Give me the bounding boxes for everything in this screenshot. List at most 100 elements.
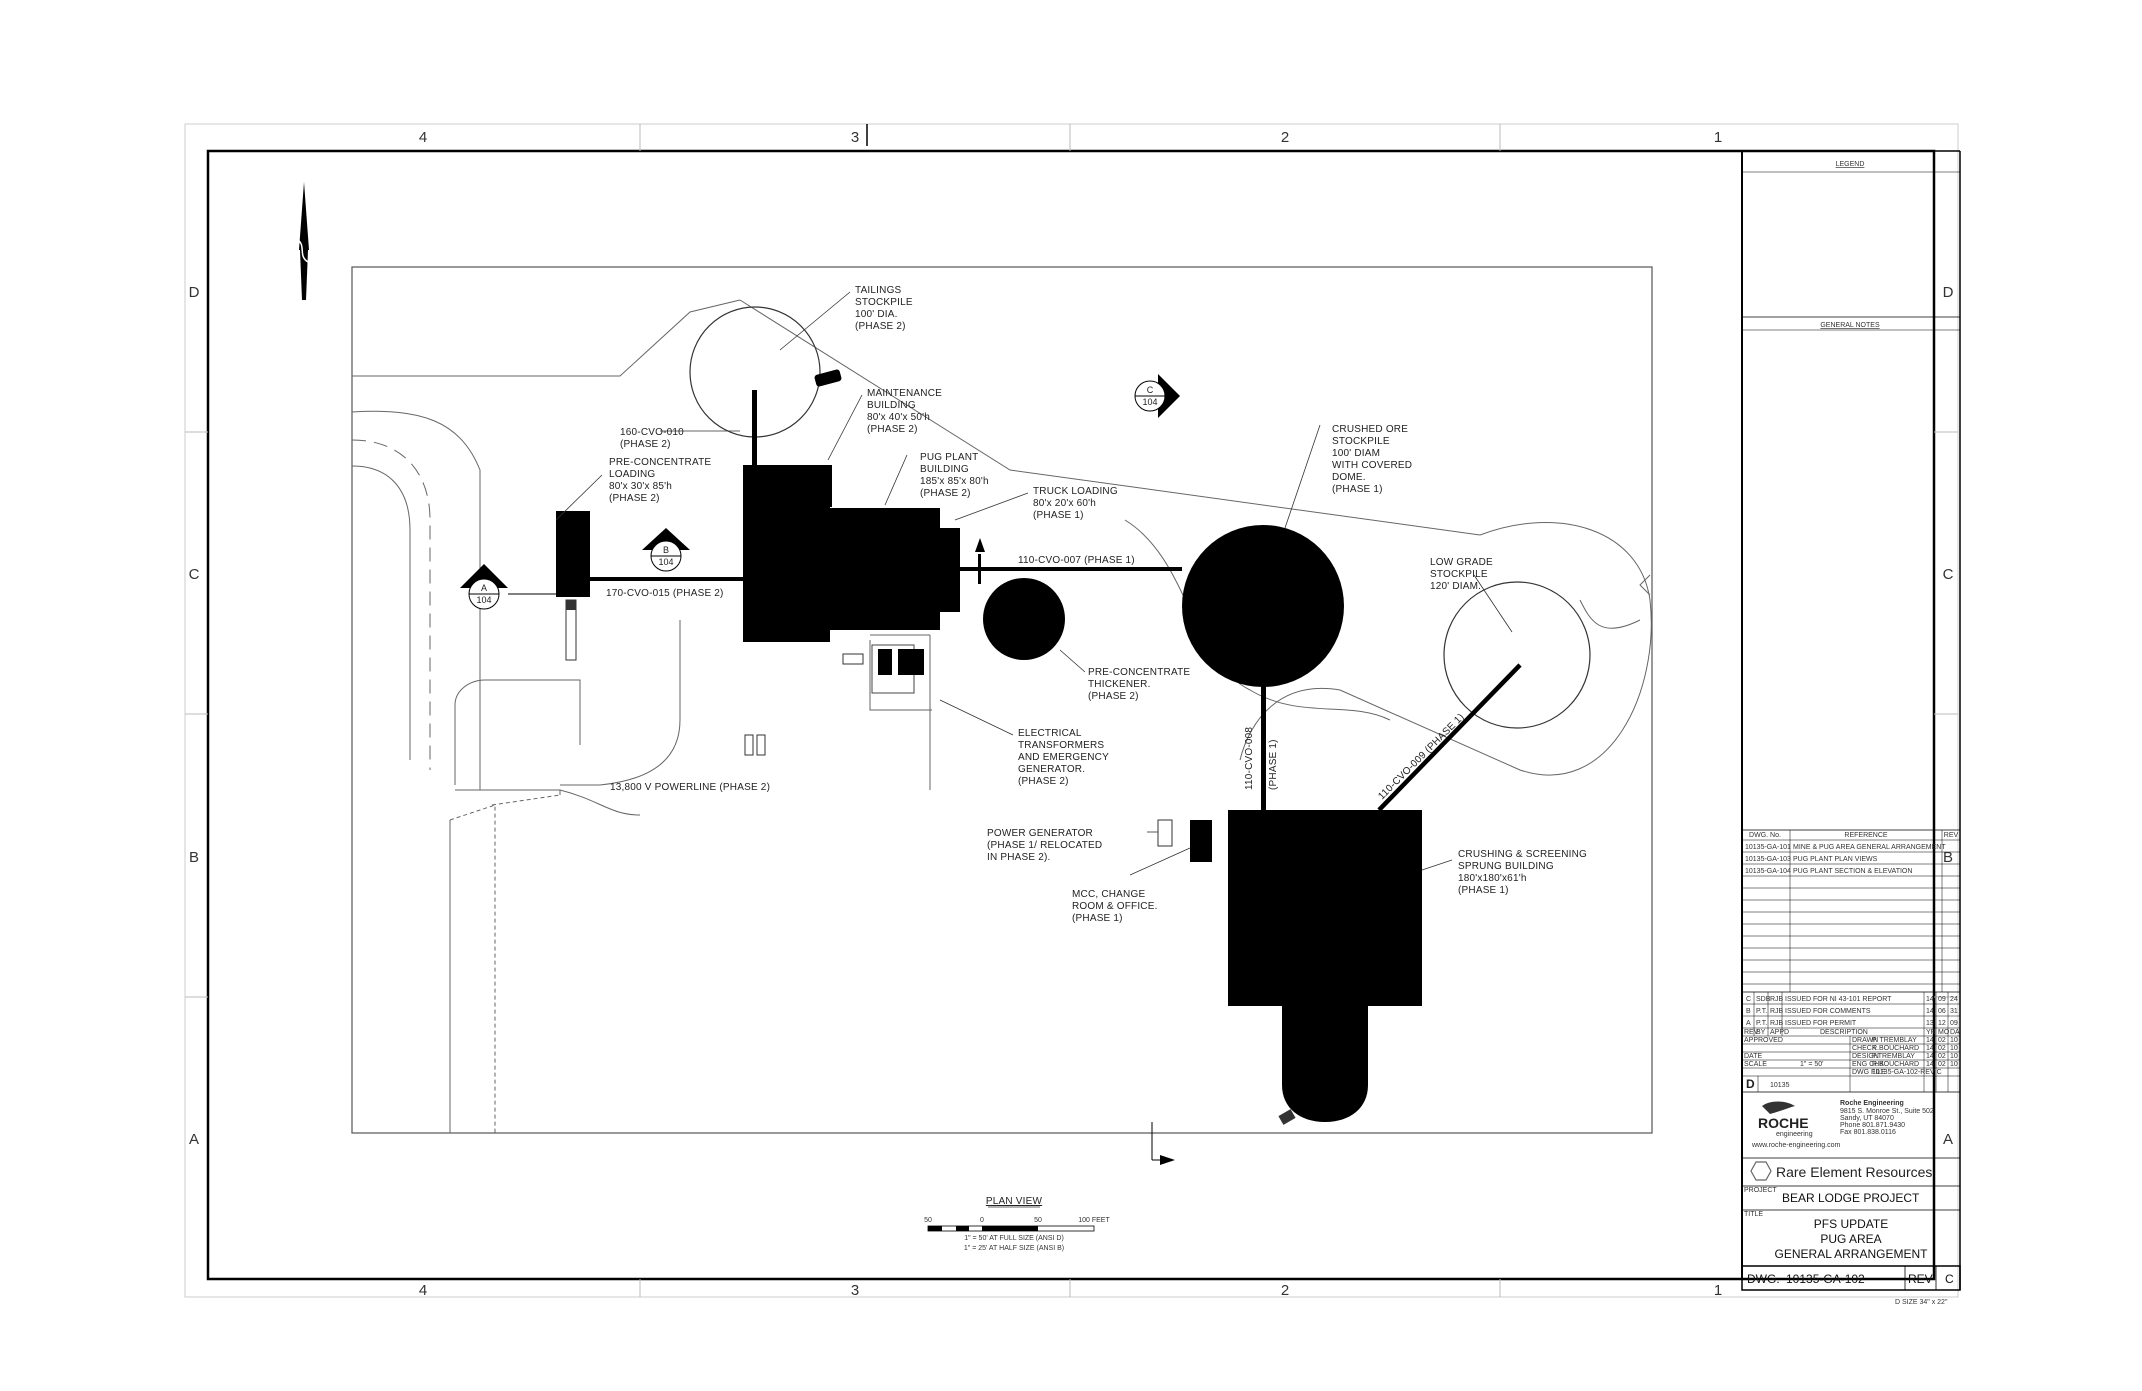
svg-text:RJB: RJB <box>1770 1008 1784 1015</box>
north-arrow-icon <box>297 182 309 300</box>
svg-text:BY: BY <box>1756 1029 1766 1036</box>
svg-text:31: 31 <box>1950 1008 1958 1015</box>
svg-text:P. TREMBLAY: P. TREMBLAY <box>1872 1037 1917 1044</box>
svg-text:B: B <box>663 545 669 555</box>
svg-text:02: 02 <box>1938 1045 1946 1052</box>
svg-text:(PHASE 2): (PHASE 2) <box>920 488 971 499</box>
svg-text:160-CVO-010: 160-CVO-010 <box>620 427 684 438</box>
svg-text:SCALE: SCALE <box>1744 1061 1767 1068</box>
svg-text:104: 104 <box>476 595 491 605</box>
svg-text:120' DIAM.: 120' DIAM. <box>1430 581 1481 592</box>
zone-row-d-right: D <box>1943 284 1954 301</box>
revision-table: C SDB RJB ISSUED FOR NI 43-101 REPORT 14… <box>1744 996 1960 1036</box>
plan-view-block: PLAN VIEW 50 0 50 100 FEET 1" = 50' AT F… <box>924 1196 1110 1252</box>
svg-text:24: 24 <box>1950 996 1958 1003</box>
label-conveyor-110-008: 110-CVO-008 (PHASE 1) <box>1244 727 1279 790</box>
svg-text:10135-GA-104: 10135-GA-104 <box>1745 868 1791 875</box>
reference-table: DWG. No. REFERENCE REV 10135-GA-101 MINE… <box>1745 832 1959 875</box>
svg-text:9815 S. Monroe St., Suite 502: 9815 S. Monroe St., Suite 502 <box>1840 1108 1934 1115</box>
zone-row-b-left: B <box>189 849 199 866</box>
svg-text:(PHASE 1): (PHASE 1) <box>1332 484 1383 495</box>
svg-text:SDB: SDB <box>1756 996 1771 1003</box>
svg-text:10135-GA-102-REV C: 10135-GA-102-REV C <box>1872 1069 1942 1076</box>
zone-row-a-right: A <box>1943 1131 1953 1148</box>
legend-heading: LEGEND <box>1836 161 1865 168</box>
zone-col-4-bottom: 4 <box>419 1282 427 1299</box>
zone-row-d-left: D <box>189 284 200 301</box>
zone-col-4-top: 4 <box>419 129 427 146</box>
pre-concentrate-thickener <box>983 578 1065 660</box>
svg-text:(PHASE 2): (PHASE 2) <box>867 424 918 435</box>
svg-text:BUILDING: BUILDING <box>867 400 916 411</box>
svg-text:STOCKPILE: STOCKPILE <box>1332 436 1390 447</box>
svg-text:14: 14 <box>1926 1053 1934 1060</box>
label-conveyor-110-007: 110-CVO-007 (PHASE 1) <box>1018 555 1135 566</box>
svg-text:R.BOUCHARD: R.BOUCHARD <box>1872 1061 1919 1068</box>
site-linework <box>351 299 1652 1133</box>
svg-text:DWG FILE: DWG FILE <box>1852 1069 1886 1076</box>
svg-text:APPROVED: APPROVED <box>1744 1037 1783 1044</box>
svg-text:100 FEET: 100 FEET <box>1078 1217 1110 1224</box>
drawing-title-line-2: PUG AREA <box>1820 1232 1881 1246</box>
svg-text:REV: REV <box>1944 832 1959 839</box>
firm-logo: ROCHE <box>1758 1115 1809 1131</box>
client-block: Rare Element Resources <box>1750 1161 1932 1181</box>
crushing-feed-ramp <box>1282 1006 1368 1122</box>
svg-text:THICKENER.: THICKENER. <box>1088 679 1151 690</box>
svg-text:REV: REV <box>1744 1029 1759 1036</box>
svg-text:Roche Engineering: Roche Engineering <box>1840 1100 1904 1107</box>
svg-text:CHECK: CHECK <box>1852 1045 1877 1052</box>
rev-label: REV <box>1908 1272 1933 1286</box>
svg-text:C: C <box>1147 385 1154 395</box>
section-marker-c: C 104 <box>1134 374 1180 418</box>
svg-text:engineering: engineering <box>1776 1131 1813 1138</box>
sheet-size-letter: D <box>1746 1077 1755 1091</box>
label-electrical: ELECTRICAL TRANSFORMERS AND EMERGENCY GE… <box>1018 728 1109 787</box>
svg-text:(PHASE 2): (PHASE 2) <box>1018 776 1069 787</box>
rev-value: C <box>1945 1272 1954 1286</box>
project-number: 10135 <box>1770 1082 1790 1089</box>
svg-text:(PHASE 2): (PHASE 2) <box>620 439 671 450</box>
svg-text:104: 104 <box>658 557 673 567</box>
svg-text:LOADING: LOADING <box>609 469 655 480</box>
svg-text:DOME.: DOME. <box>1332 472 1366 483</box>
svg-text:14: 14 <box>1926 1045 1934 1052</box>
svg-text:02: 02 <box>1938 1037 1946 1044</box>
svg-text:PRE-CONCENTRATE: PRE-CONCENTRATE <box>609 457 711 468</box>
svg-text:110-CVO-009 (PHASE 1): 110-CVO-009 (PHASE 1) <box>1376 712 1466 802</box>
label-maintenance: MAINTENANCE BUILDING 80'x 40'x 50'h (PHA… <box>867 388 942 435</box>
svg-text:(PHASE 2): (PHASE 2) <box>855 321 906 332</box>
client-name: Rare Element Resources <box>1776 1164 1932 1180</box>
svg-text:CRUSHING & SCREENING: CRUSHING & SCREENING <box>1458 849 1587 860</box>
signoff-table: APPROVED DATE SCALE 1" = 50' DRAWN P. TR… <box>1744 1037 1958 1091</box>
svg-text:AND EMERGENCY: AND EMERGENCY <box>1018 752 1109 763</box>
maintenance-building <box>830 465 832 507</box>
label-conveyor-160: 160-CVO-010 (PHASE 2) <box>620 427 684 450</box>
svg-text:80'x 20'x 60'h: 80'x 20'x 60'h <box>1033 498 1096 509</box>
svg-text:IN PHASE 2).: IN PHASE 2). <box>987 852 1051 863</box>
svg-text:YR: YR <box>1926 1029 1936 1036</box>
zone-row-c-right: C <box>1943 566 1954 583</box>
svg-text:P.T.: P.T. <box>1756 1020 1767 1027</box>
drawing-frame <box>206 149 1936 1281</box>
zone-col-3-top: 3 <box>851 129 859 146</box>
title-block <box>1741 150 1961 1291</box>
svg-text:C: C <box>1746 996 1751 1003</box>
svg-text:PRE-CONCENTRATE: PRE-CONCENTRATE <box>1088 667 1190 678</box>
label-crushed-ore: CRUSHED ORE STOCKPILE 100' DIAM WITH COV… <box>1332 424 1412 495</box>
svg-text:ISSUED FOR PERMIT: ISSUED FOR PERMIT <box>1785 1020 1857 1027</box>
label-crushing: CRUSHING & SCREENING SPRUNG BUILDING 180… <box>1458 849 1587 896</box>
crushing-screening-building <box>1228 810 1422 1006</box>
svg-text:104: 104 <box>1142 397 1157 407</box>
svg-text:10135-GA-103: 10135-GA-103 <box>1745 856 1791 863</box>
roche-logo-icon <box>1762 1101 1795 1114</box>
transformer-1 <box>878 649 892 675</box>
svg-text:P.TREMBLAY: P.TREMBLAY <box>1872 1053 1915 1060</box>
project-name: BEAR LODGE PROJECT <box>1782 1191 1920 1205</box>
svg-text:(PHASE 2): (PHASE 2) <box>1088 691 1139 702</box>
section-cut-bottom <box>1151 1122 1175 1165</box>
svg-text:APPD: APPD <box>1770 1029 1789 1036</box>
svg-text:ELECTRICAL: ELECTRICAL <box>1018 728 1082 739</box>
